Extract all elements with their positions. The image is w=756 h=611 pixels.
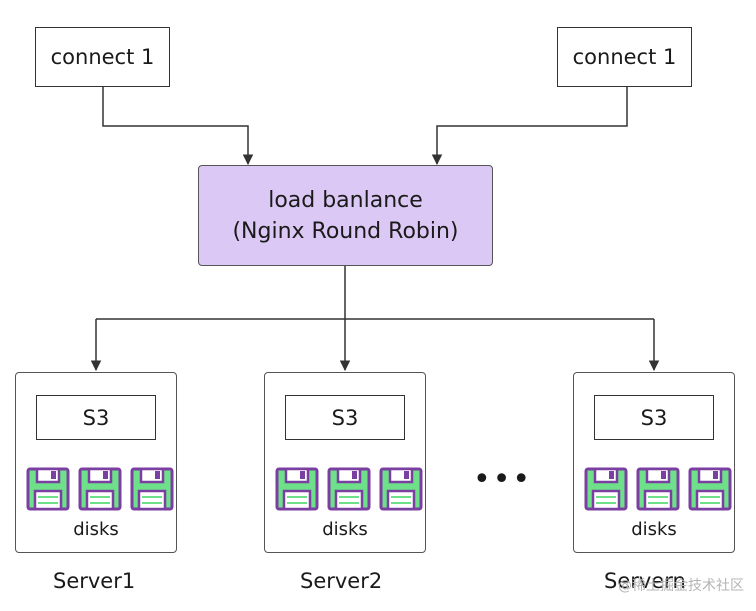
floppy-disk-icon xyxy=(327,467,371,511)
server-name-label: Server2 xyxy=(300,569,383,593)
more-servers-ellipsis: ••• xyxy=(473,462,533,497)
load-balancer-box: load banlance (Nginx Round Robin) xyxy=(198,165,493,266)
server-node: S3 disks xyxy=(264,372,426,553)
s3-label: S3 xyxy=(640,405,668,430)
disk-group xyxy=(274,466,424,512)
disks-label: disks xyxy=(322,519,368,540)
disks-label: disks xyxy=(73,519,119,540)
client-box-right: connect 1 xyxy=(557,27,692,87)
s3-label: S3 xyxy=(331,405,359,430)
disks-label: disks xyxy=(631,519,677,540)
floppy-disk-icon xyxy=(26,467,70,511)
floppy-disk-icon xyxy=(78,467,122,511)
client-label: connect 1 xyxy=(50,45,155,69)
s3-store-box: S3 xyxy=(594,395,714,440)
edge-client1-to-lb xyxy=(102,87,254,166)
watermark: @稀土掘金技术社区 xyxy=(618,578,744,594)
disk-group xyxy=(25,466,175,512)
client-box-left: connect 1 xyxy=(35,27,170,87)
floppy-disk-icon xyxy=(130,467,174,511)
server-node: S3 disks xyxy=(573,372,735,553)
load-balancer-title: load banlance xyxy=(268,187,423,213)
load-balancer-subtitle: (Nginx Round Robin) xyxy=(232,218,459,244)
floppy-disk-icon xyxy=(636,467,680,511)
server-node: S3 disks xyxy=(15,372,177,553)
s3-label: S3 xyxy=(82,405,110,430)
floppy-disk-icon xyxy=(275,467,319,511)
client-label: connect 1 xyxy=(572,45,677,69)
floppy-disk-icon xyxy=(584,467,628,511)
server-name-label: Server1 xyxy=(53,569,136,593)
s3-store-box: S3 xyxy=(36,395,156,440)
disk-group xyxy=(583,466,733,512)
s3-store-box: S3 xyxy=(285,395,405,440)
floppy-disk-icon xyxy=(379,467,423,511)
server-name-label: Servern xyxy=(604,569,686,593)
edge-client2-to-lb xyxy=(431,87,628,166)
floppy-disk-icon xyxy=(688,467,732,511)
